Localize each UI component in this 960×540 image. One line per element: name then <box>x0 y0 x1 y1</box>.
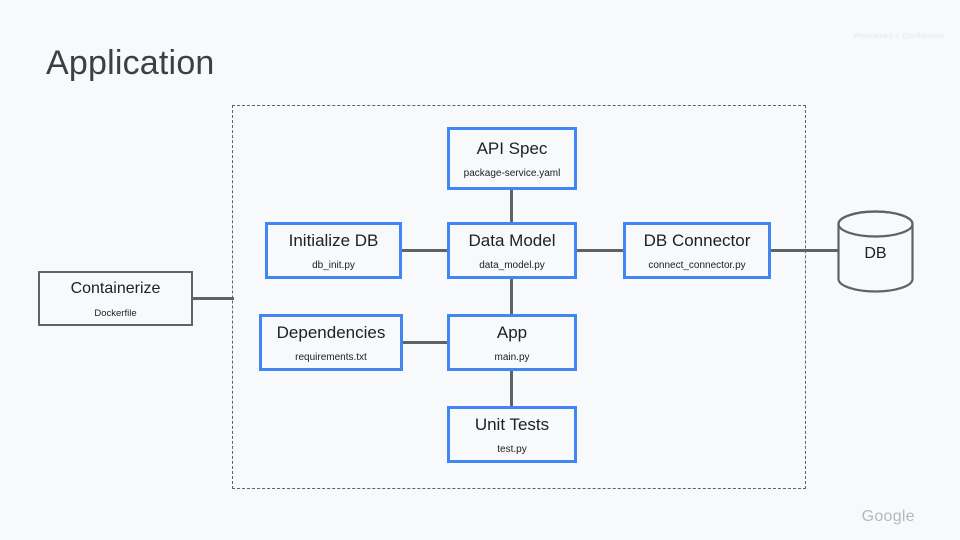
confidential-notice: Proprietary + Confidential <box>853 31 944 40</box>
edge-dbconnector-to-db <box>770 249 840 252</box>
edge-app-to-unittests <box>510 370 513 408</box>
node-api-spec-title: API Spec <box>476 138 548 158</box>
database-label: DB <box>864 245 887 262</box>
node-containerize-file: Dockerfile <box>94 307 137 319</box>
node-unit-tests-file: test.py <box>497 443 527 455</box>
node-dependencies[interactable]: Dependencies requirements.txt <box>259 314 403 371</box>
node-db-connector-title: DB Connector <box>643 230 751 250</box>
node-containerize[interactable]: Containerize Dockerfile <box>38 271 193 326</box>
node-data-model-title: Data Model <box>468 230 556 250</box>
node-api-spec-file: package-service.yaml <box>463 167 561 179</box>
node-containerize-title: Containerize <box>70 279 161 297</box>
google-logo: Google <box>861 508 915 525</box>
edge-dependencies-to-app <box>402 341 449 344</box>
node-db-connector-file: connect_connector.py <box>648 259 746 271</box>
node-app-title: App <box>496 322 528 342</box>
node-initialize-db-file: db_init.py <box>312 259 355 271</box>
edge-datamodel-to-dbconnector <box>575 249 624 252</box>
edge-apispec-to-datamodel <box>510 188 513 226</box>
node-unit-tests-title: Unit Tests <box>474 414 550 434</box>
node-app[interactable]: App main.py <box>447 314 577 371</box>
node-data-model[interactable]: Data Model data_model.py <box>447 222 577 279</box>
node-api-spec[interactable]: API Spec package-service.yaml <box>447 127 577 190</box>
page-title: Application <box>46 44 215 82</box>
node-dependencies-title: Dependencies <box>276 322 386 342</box>
edge-datamodel-to-app <box>510 277 513 317</box>
edge-containerize-to-boundary <box>192 297 234 300</box>
node-dependencies-file: requirements.txt <box>295 351 367 363</box>
node-app-file: main.py <box>494 351 530 363</box>
node-initialize-db[interactable]: Initialize DB db_init.py <box>265 222 402 279</box>
node-db-connector[interactable]: DB Connector connect_connector.py <box>623 222 771 279</box>
database-cylinder-icon[interactable] <box>836 210 915 293</box>
node-initialize-db-title: Initialize DB <box>288 230 379 250</box>
edge-initializedb-to-datamodel <box>401 249 449 252</box>
node-unit-tests[interactable]: Unit Tests test.py <box>447 406 577 463</box>
node-data-model-file: data_model.py <box>479 259 545 271</box>
